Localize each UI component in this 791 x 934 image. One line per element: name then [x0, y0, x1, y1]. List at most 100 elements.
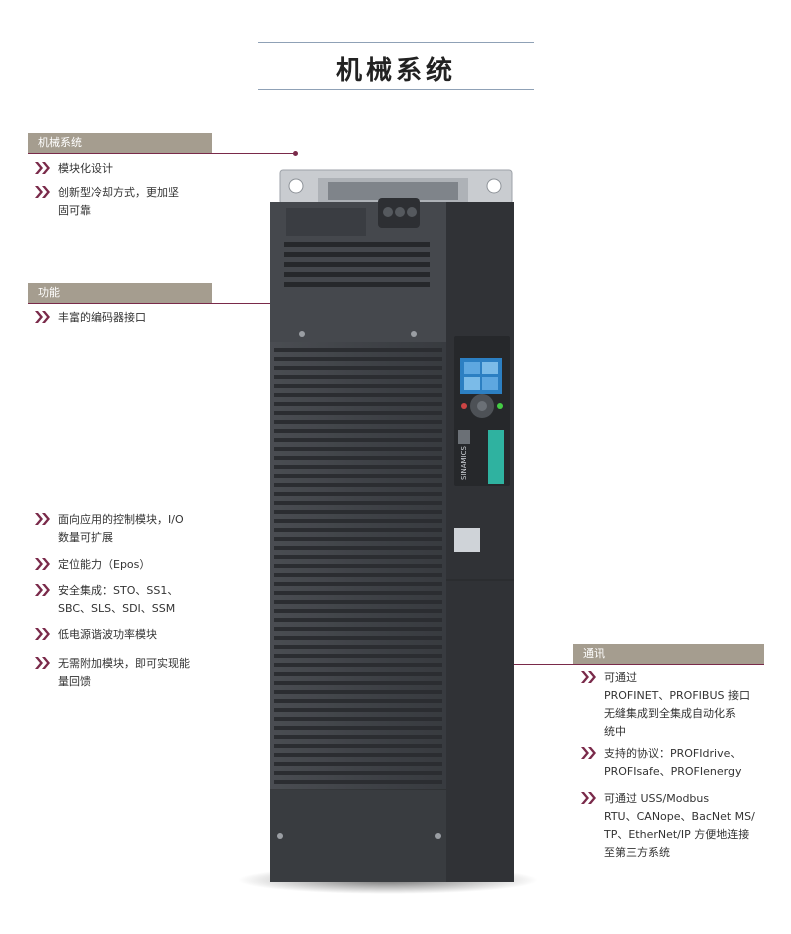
bullet-text: TP、EtherNet/IP 方便地连接 [604, 828, 750, 841]
section-heading-communication: 通讯 [573, 644, 764, 664]
heat-sink-ribs [274, 348, 442, 784]
drive-device-illustration: SINAMICS [238, 169, 538, 894]
chevron-right-icon [35, 558, 50, 570]
chevron-right-icon [35, 628, 50, 640]
bullet-text: 支持的协议：PROFIdrive、 [604, 747, 742, 760]
rating-label [454, 528, 480, 552]
heat-sink-rib [274, 555, 442, 559]
heat-sink-rib [274, 429, 442, 433]
bullet-text: 无需附加模块，即可实现能 [58, 657, 190, 670]
heat-sink-rib [274, 609, 442, 613]
heat-sink-rib [274, 600, 442, 604]
heat-sink-rib [274, 438, 442, 442]
chevron-right-icon [581, 792, 596, 804]
heat-sink-rib [274, 753, 442, 757]
heat-sink-rib [274, 780, 442, 784]
heat-sink-rib [274, 375, 442, 379]
bullet-text: 可通过 [604, 671, 637, 684]
brand-label: SINAMICS [460, 445, 468, 480]
heat-sink-rib [274, 708, 442, 712]
heat-sink-rib [274, 546, 442, 550]
heat-sink-rib [274, 384, 442, 388]
chevron-right-icon [35, 584, 50, 596]
heat-sink-rib [274, 636, 442, 640]
title-rule-top [258, 42, 534, 43]
bullet-text: 固可靠 [58, 204, 91, 217]
bullet-text: PROFINET、PROFIBUS 接口 [604, 689, 750, 702]
heat-sink-rib [274, 726, 442, 730]
chevron-right-icon [35, 657, 50, 669]
page-title: 机械系统 [335, 56, 456, 86]
bullet-text: 可通过 USS/Modbus [604, 792, 710, 805]
heat-sink-rib [274, 645, 442, 649]
heat-sink-rib [274, 627, 442, 631]
bullet-text: RTU、CANope、BacNet MS/ [604, 810, 755, 823]
port [458, 430, 470, 444]
heat-sink-rib [274, 366, 442, 370]
heat-sink-rib [274, 690, 442, 694]
bullet-text: 至第三方系统 [604, 846, 670, 859]
bullet-text: 统中 [604, 725, 626, 738]
bullet-text: 无缝集成到全集成自动化系 [604, 707, 736, 720]
bullet-text: 模块化设计 [58, 162, 113, 175]
section-heading-mechanical: 机械系统 [28, 133, 212, 153]
heat-sink-rib [274, 618, 442, 622]
leader-line-function [28, 303, 328, 304]
chevron-right-icon [35, 186, 50, 198]
heat-sink-rib [274, 456, 442, 460]
bullet-text: 创新型冷却方式，更加坚 [58, 186, 179, 199]
bullet-text: 低电源谐波功率模块 [58, 628, 157, 641]
heat-sink-rib [274, 582, 442, 586]
chevron-right-icon [581, 671, 596, 683]
leader-line-communication [483, 664, 764, 665]
status-panel [488, 430, 504, 484]
leader-line-mechanical [28, 153, 296, 154]
chevron-right-icon [581, 747, 596, 759]
heat-sink-rib [274, 393, 442, 397]
heat-sink-rib [274, 591, 442, 595]
heat-sink-rib [274, 348, 442, 352]
heat-sink-rib [274, 519, 442, 523]
bullet-text: 安全集成：STO、SS1、 [58, 584, 179, 597]
title-rule-bottom [258, 89, 534, 90]
heat-sink-rib [274, 744, 442, 748]
heat-sink-rib [274, 528, 442, 532]
heat-sink-rib [274, 699, 442, 703]
heat-sink-rib [274, 672, 442, 676]
bullet-text: 面向应用的控制模块，I/O [58, 513, 184, 526]
bullet-text: 定位能力（Epos） [58, 558, 151, 571]
bullet-text: 丰富的编码器接口 [58, 311, 146, 324]
chevron-right-icon [35, 162, 50, 174]
heat-sink-rib [274, 537, 442, 541]
heat-sink-rib [274, 420, 442, 424]
page-title-block: 机械系统 [258, 42, 534, 90]
heat-sink-rib [274, 771, 442, 775]
heat-sink-rib [274, 474, 442, 478]
heat-sink-rib [274, 735, 442, 739]
heat-sink-rib [274, 357, 442, 361]
bullet-text: SBC、SLS、SDI、SSM [58, 602, 176, 615]
heat-sink-rib [274, 564, 442, 568]
heat-sink-rib [274, 402, 442, 406]
heat-sink-rib [274, 465, 442, 469]
heat-sink-rib [274, 501, 442, 505]
leader-dot-mechanical [293, 151, 298, 156]
cable-glands [378, 198, 420, 228]
heat-sink-rib [274, 762, 442, 766]
heat-sink-rib [274, 654, 442, 658]
section-heading-function: 功能 [28, 283, 212, 303]
heat-sink-rib [274, 717, 442, 721]
chevron-right-icon [35, 311, 50, 323]
bullet-text: PROFIsafe、PROFIenergy [604, 765, 742, 778]
heat-sink-rib [274, 510, 442, 514]
heat-sink-rib [274, 483, 442, 487]
bullet-text: 数量可扩展 [58, 531, 113, 544]
heat-sink-rib [274, 663, 442, 667]
heat-sink-rib [274, 411, 442, 415]
chevron-right-icon [35, 513, 50, 525]
bottom-cover [270, 790, 446, 882]
bullet-text: 量回馈 [58, 675, 91, 688]
mounting-bracket [279, 169, 513, 205]
heat-sink-rib [274, 492, 442, 496]
heat-sink-rib [274, 681, 442, 685]
